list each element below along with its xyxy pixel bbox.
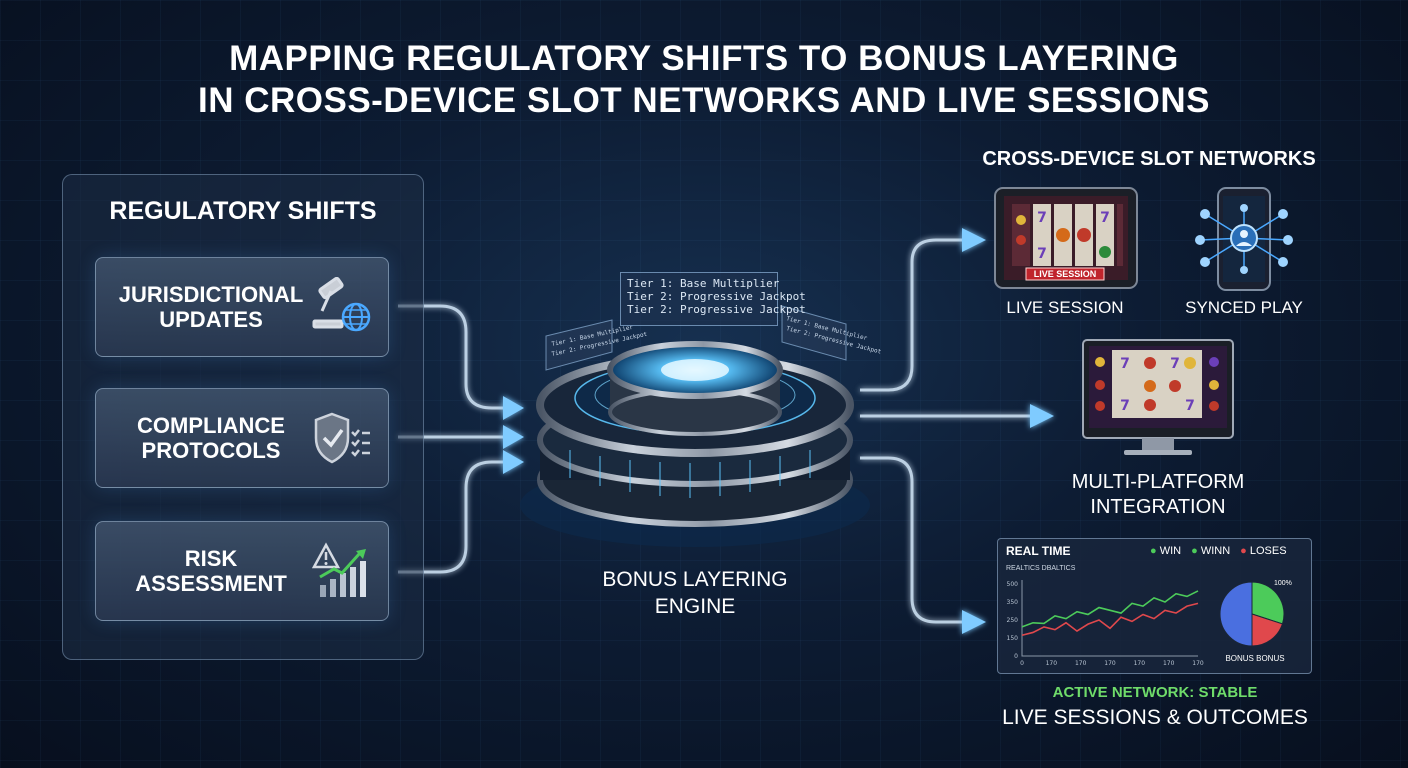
engine-core: [607, 341, 783, 399]
legend-item-win: ● WIN: [1150, 545, 1182, 557]
arrow-engine-to-tablet: [860, 238, 962, 392]
dashboard-caption: LIVE SESSIONS & OUTCOMES: [1002, 706, 1308, 729]
jurisdictional-updates-card: JURISDICTIONAL UPDATES: [95, 257, 389, 357]
svg-text:Tier 1: Base Multiplier: Tier 1: Base Multiplier: [551, 324, 634, 348]
title-line-1: MAPPING REGULATORY SHIFTS TO BONUS LAYER…: [229, 39, 1179, 78]
compliance-protocols-label: COMPLIANCE PROTOCOLS: [137, 413, 285, 463]
dashboard-subtitle: REALTICS DBALTICS: [1006, 565, 1076, 572]
tier-2: Tier 2: Progressive Jackpot: [627, 290, 806, 303]
pie-percent: 100%: [1274, 580, 1292, 587]
legend-item-winn: ● WINN: [1191, 545, 1231, 557]
tablet-slot-reels: 7 7 7: [1012, 204, 1123, 266]
arrow-engine-to-dashboard: [860, 456, 962, 624]
regulatory-heading: REGULATORY SHIFTS: [109, 197, 377, 225]
svg-text:Tier 2: Progressive Jackpot: Tier 2: Progressive Jackpot: [786, 325, 883, 355]
svg-text:7: 7: [1120, 398, 1130, 414]
svg-text:7: 7: [1037, 210, 1047, 226]
phone-label: SYNCED PLAY: [1185, 298, 1303, 317]
svg-text:7: 7: [1120, 356, 1130, 372]
svg-text:7: 7: [1185, 398, 1195, 414]
title-line-2: IN CROSS-DEVICE SLOT NETWORKS AND LIVE S…: [197, 81, 1211, 120]
engine-lower-disk: [537, 433, 853, 527]
devices-heading: CROSS-DEVICE SLOT NETWORKS: [982, 148, 1316, 170]
warning-growth-chart-icon: [312, 542, 366, 597]
engine-label-line-2: ENGINE: [654, 595, 736, 618]
svg-text:Tier 1: Base Multiplier: Tier 1: Base Multiplier: [786, 315, 869, 342]
jurisdictional-updates-label: JURISDICTIONAL UPDATES: [118, 282, 304, 332]
engine-label-line-1: BONUS LAYERING: [602, 568, 788, 591]
monitor-label-line-2: INTEGRATION: [1090, 496, 1226, 518]
legend-label: WINN: [1200, 545, 1231, 557]
gavel-globe-icon: [312, 277, 371, 332]
svg-text:7: 7: [1100, 210, 1110, 226]
monitor-label-line-1: MULTI-PLATFORM: [1071, 471, 1245, 493]
tier-card-left: [545, 319, 613, 371]
risk-assessment-label: RISK ASSESSMENT: [135, 546, 287, 596]
monitor-label: MULTI-PLATFORM INTEGRATION: [1040, 470, 1276, 520]
live-session-badge: LIVE SESSION: [1033, 269, 1097, 279]
page-title: MAPPING REGULATORY SHIFTS TO BONUS LAYER…: [0, 38, 1408, 122]
engine-upper-disk: [536, 353, 854, 457]
dashboard-legend: ● WIN ● WINN ● LOSES: [1150, 545, 1287, 557]
network-status: ACTIVE NETWORK: STABLE: [1052, 684, 1258, 701]
tier-3: Tier 2: Progressive Jackpot: [627, 303, 806, 316]
legend-item-loses: ● LOSES: [1240, 545, 1287, 557]
dashboard-title: REAL TIME: [1006, 544, 1071, 558]
compliance-protocols-card: COMPLIANCE PROTOCOLS: [95, 388, 389, 488]
risk-assessment-card: RISK ASSESSMENT: [95, 521, 389, 621]
shield-checklist-icon: [314, 412, 370, 464]
engine-label: BONUS LAYERING ENGINE: [560, 566, 830, 620]
tier-1: Tier 1: Base Multiplier: [627, 277, 780, 290]
tier-list-box: Tier 1: Base Multiplier Tier 2: Progress…: [620, 272, 806, 326]
pie-label: BONUS BONUS: [1225, 654, 1285, 663]
svg-text:Tier 2: Progressive Jackpot: Tier 2: Progressive Jackpot: [551, 331, 648, 358]
legend-label: LOSES: [1249, 545, 1287, 557]
svg-text:7: 7: [1170, 356, 1180, 372]
tablet-label: LIVE SESSION: [1006, 298, 1124, 317]
legend-label: WIN: [1159, 545, 1182, 557]
svg-text:7: 7: [1037, 246, 1047, 262]
